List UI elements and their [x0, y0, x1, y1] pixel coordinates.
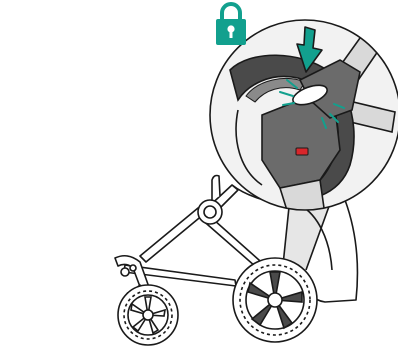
lock-closed-icon: [216, 4, 246, 45]
rear-wheel: [233, 258, 317, 342]
red-lock-indicator: [296, 148, 308, 155]
front-wheel: [118, 285, 178, 345]
